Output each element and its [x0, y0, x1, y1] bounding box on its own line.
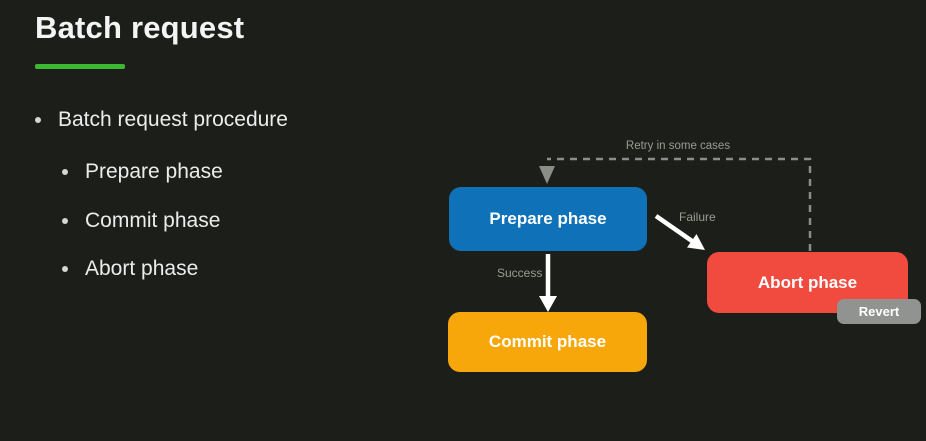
node-prepare-phase: Prepare phase: [449, 187, 647, 251]
bullet-item-main: Batch request procedure: [35, 108, 288, 132]
bullet-dot: [35, 117, 41, 123]
success-edge-label: Success: [497, 266, 543, 280]
retry-arrowhead-icon: [539, 166, 555, 184]
failure-arrowhead-icon: [687, 234, 705, 250]
revert-badge: Revert: [837, 299, 921, 324]
node-commit-phase: Commit phase: [448, 312, 647, 372]
bullet-item-prepare: Prepare phase: [62, 160, 223, 184]
bullet-dot: [62, 218, 68, 224]
bullet-dot: [62, 266, 68, 272]
bullet-label: Batch request procedure: [58, 108, 288, 131]
bullet-label: Abort phase: [85, 257, 199, 280]
bullet-label: Commit phase: [85, 209, 221, 232]
node-label: Commit phase: [488, 332, 607, 351]
node-label: Abort phase: [757, 272, 858, 292]
success-arrowhead-icon: [539, 296, 557, 312]
node-label: Prepare phase: [489, 209, 607, 228]
bullet-label: Prepare phase: [85, 160, 223, 183]
success-edge-line: [539, 254, 557, 312]
slide-title: Batch request: [35, 10, 245, 45]
bullet-dot: [62, 169, 68, 175]
bullet-item-commit: Commit phase: [62, 209, 220, 233]
bullet-item-abort: Abort phase: [62, 257, 198, 281]
failure-edge-label: Failure: [679, 210, 716, 224]
badge-label: Revert: [858, 304, 900, 319]
title-underline: [35, 64, 125, 69]
retry-edge-label: Retry in some cases: [625, 140, 731, 152]
